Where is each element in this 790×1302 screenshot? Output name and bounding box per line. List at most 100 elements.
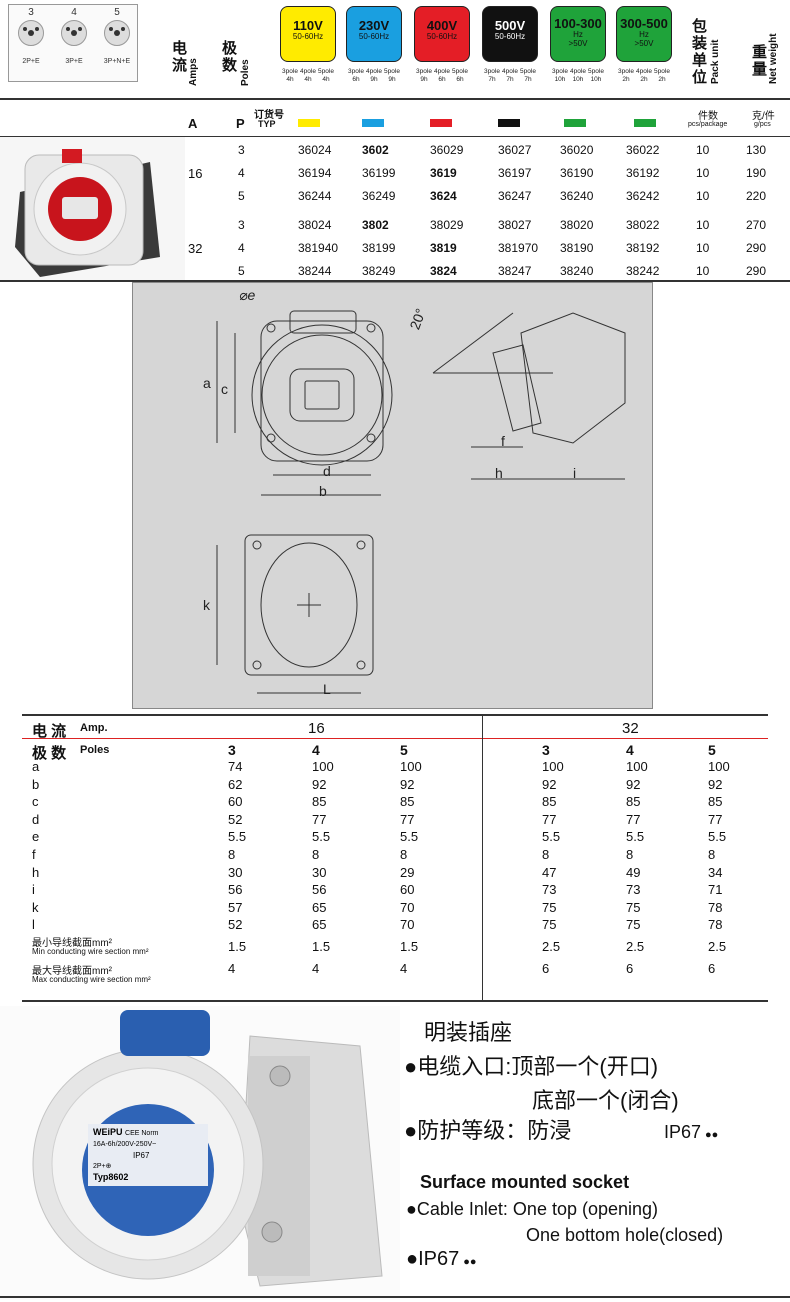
dimension-value: 78 <box>708 917 723 933</box>
pack-unit-en-label: Pack unit <box>710 39 721 84</box>
max-wire-cn: 最大导线截面mm² <box>32 966 112 977</box>
dim-label-k: k <box>203 597 210 613</box>
dimension-value: 85 <box>312 794 327 810</box>
order-code-cell: 36194 <box>298 166 332 180</box>
t2-amp-en: Amp. <box>80 722 108 734</box>
pack-cell: 10 <box>696 189 710 203</box>
pole-label: 5pole <box>520 68 536 75</box>
red-socket-photo <box>0 137 185 280</box>
order-code-cell: 3819 <box>430 241 457 255</box>
dimension-value: 56 <box>312 882 327 898</box>
order-code-cell: 36024 <box>298 143 332 157</box>
order-code-cell: 36022 <box>626 143 660 157</box>
order-code-cell: 36029 <box>430 143 464 157</box>
t2-amp-32: 32 <box>622 720 639 737</box>
dimension-label: c <box>32 794 39 810</box>
table2-red-rule <box>22 738 768 739</box>
order-no-en: TYP <box>258 119 276 129</box>
current-cn-label: 电 流 <box>172 40 188 74</box>
dimension-value: 92 <box>312 776 327 792</box>
voltage-value: 300-500 <box>620 16 668 31</box>
ip-rating: IP67●● <box>664 1122 718 1143</box>
pack-count-sub: pcs/package <box>688 121 728 128</box>
order-code-cell: 3824 <box>430 264 457 278</box>
cable-inlet-en-2: One bottom hole(closed) <box>526 1225 724 1245</box>
dimension-label: h <box>32 864 40 880</box>
page-bottom-rule <box>0 1296 790 1298</box>
dimension-value: 8 <box>400 847 408 862</box>
hour-label: 2h <box>658 76 666 83</box>
pole-label: 3pole <box>618 68 634 75</box>
order-code-cell: 381970 <box>498 241 539 255</box>
min-wire-cn: 最小导线截面mm² <box>32 938 112 949</box>
face-poles: 2P+⊕ <box>93 1163 112 1170</box>
hour-label: 9h <box>370 76 378 83</box>
dimension-value: 5.5 <box>542 829 561 845</box>
dimension-value: 8 <box>542 847 550 862</box>
dimension-value: 8 <box>708 847 716 862</box>
front-housing <box>260 320 384 462</box>
dimension-value: 92 <box>708 776 723 792</box>
hour-label: 7h <box>524 76 532 83</box>
pole-header-cell: 3 <box>542 742 550 758</box>
dimension-value: 30 <box>312 864 327 880</box>
dimension-value: 100 <box>708 759 730 774</box>
max-wire-value: 6 <box>708 961 716 976</box>
dimension-value: 60 <box>228 794 243 810</box>
hour-label: 10h <box>572 76 584 83</box>
pole-label: 5pole <box>384 68 400 75</box>
poles-cell: 3 <box>238 143 245 157</box>
dimension-label: a <box>32 759 40 774</box>
dimension-value: 77 <box>542 811 557 827</box>
pole-label: 3pole <box>348 68 364 75</box>
dim-label-b: b <box>319 483 327 499</box>
dimension-value: 75 <box>626 899 641 915</box>
color-swatch <box>564 119 586 127</box>
pole-label: 3pole <box>416 68 432 75</box>
table1-top-rule <box>0 136 790 137</box>
dimension-value: 100 <box>312 759 334 774</box>
order-code-cell: 3802 <box>362 218 389 232</box>
pole-label: 5pole <box>318 68 334 75</box>
dimension-value: 70 <box>400 899 415 915</box>
voltage-frequency: 50-60Hz <box>426 32 458 41</box>
water-drop-icon: ●● <box>705 1129 719 1141</box>
order-code-cell: 38027 <box>498 218 532 232</box>
pin-layout-panel: 3 2P+E 4 3P+E 5 3P+N+E <box>8 4 138 82</box>
current-en-label: Amps <box>188 58 199 86</box>
product-title-cn: 明装插座 <box>424 1020 513 1045</box>
ip-en-text: ●IP67 <box>406 1248 460 1270</box>
hour-label: 2h <box>640 76 648 83</box>
color-swatch <box>634 119 656 127</box>
product-title-en: Surface mounted socket <box>420 1172 630 1192</box>
voltage-min: >50V <box>568 39 588 48</box>
weight-cell: 290 <box>746 241 767 255</box>
min-wire-value: 2.5 <box>626 939 645 954</box>
dimension-label: d <box>32 811 40 827</box>
amps-cell: 32 <box>188 241 203 256</box>
weight-cell: 290 <box>746 264 767 278</box>
pack-cell: 10 <box>696 143 710 157</box>
pack-unit-cn-label: 包 装 单 位 <box>692 18 708 86</box>
table2-col-divider <box>482 714 483 1000</box>
header-divider <box>0 98 790 100</box>
dimension-value: 5.5 <box>312 829 331 845</box>
dimension-value: 34 <box>708 864 723 880</box>
weight-label: 克/件 <box>752 111 775 122</box>
weight-sub: g/pcs <box>754 121 771 128</box>
dimension-value: 8 <box>312 847 320 862</box>
t2-amp-16: 16 <box>308 720 325 737</box>
dimension-label: l <box>32 917 35 933</box>
water-drop-icon: ●● <box>463 1256 477 1268</box>
pin-label: 2P+E <box>22 58 40 65</box>
pack-cell: 10 <box>696 264 710 278</box>
dimension-label: b <box>32 776 40 792</box>
dim-e-text: e <box>247 287 256 303</box>
dimension-value: 78 <box>708 899 723 915</box>
dimension-label: f <box>32 847 36 862</box>
